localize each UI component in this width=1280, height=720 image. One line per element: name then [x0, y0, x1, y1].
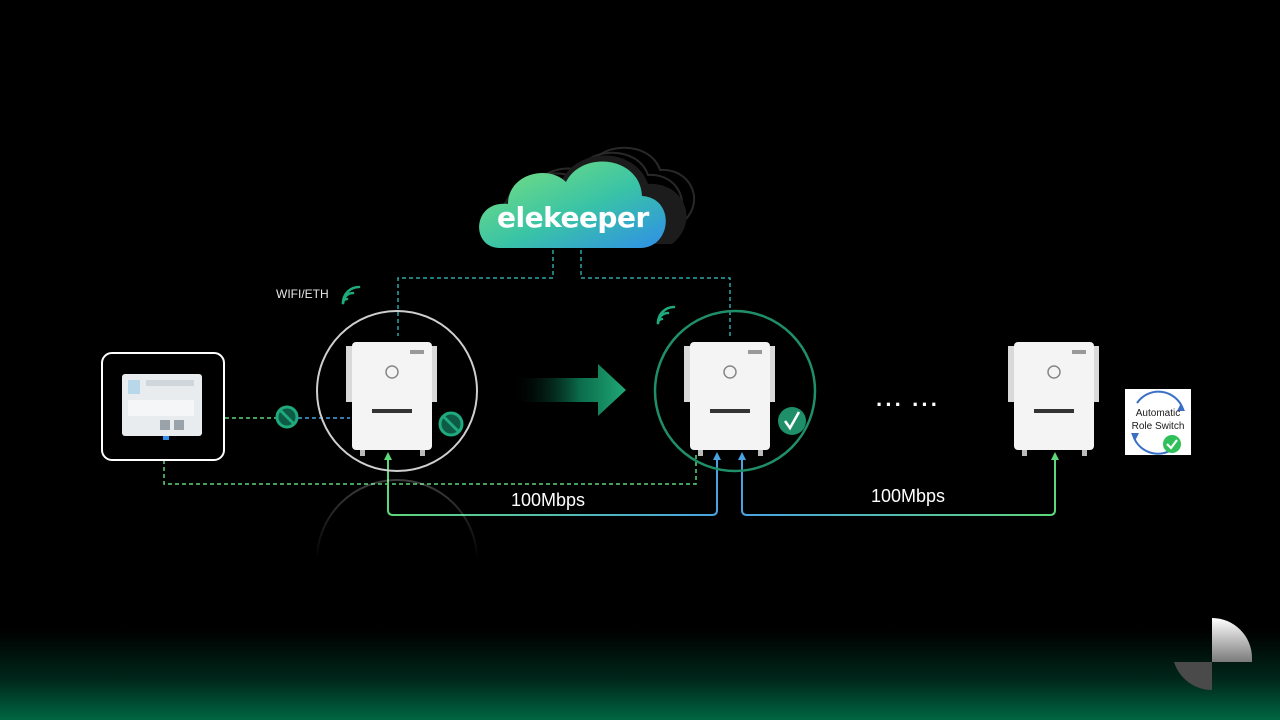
bottom-glow	[0, 630, 1280, 720]
master-inverter	[316, 310, 478, 561]
check-icon	[1163, 435, 1181, 453]
meter-dashed-link	[163, 417, 697, 485]
smart-meter-icon	[101, 352, 225, 461]
ethernet-links	[387, 454, 1056, 516]
arrow-right-icon	[510, 364, 626, 416]
prohibited-icon	[275, 405, 299, 429]
inverter-icon	[1008, 342, 1099, 456]
link-arrowheads	[384, 452, 1059, 460]
master-link-label: WIFI/ETH	[276, 287, 329, 301]
link-speed-right: 100Mbps	[871, 486, 946, 506]
link-speed-left: 100Mbps	[511, 490, 586, 510]
role-switch-badge: Automatic Role Switch	[1125, 389, 1191, 455]
inverter-icon	[684, 342, 775, 456]
cloud-icon	[479, 161, 666, 248]
slave-inverter	[653, 309, 817, 473]
prohibited-icon	[438, 411, 464, 437]
role-switch-label: Automatic Role Switch	[1131, 408, 1185, 432]
wifi-icon	[656, 305, 676, 325]
brand-logo-icon	[1174, 618, 1252, 690]
cloud-brand-label: elekeeper	[497, 201, 649, 234]
more-inverters-ellipsis: ··· ···	[876, 392, 941, 417]
inverter-icon	[346, 342, 437, 456]
check-icon	[778, 407, 806, 435]
wifi-icon	[341, 285, 361, 305]
refresh-icon	[1131, 390, 1185, 455]
cloud-dashed-links	[397, 250, 731, 336]
